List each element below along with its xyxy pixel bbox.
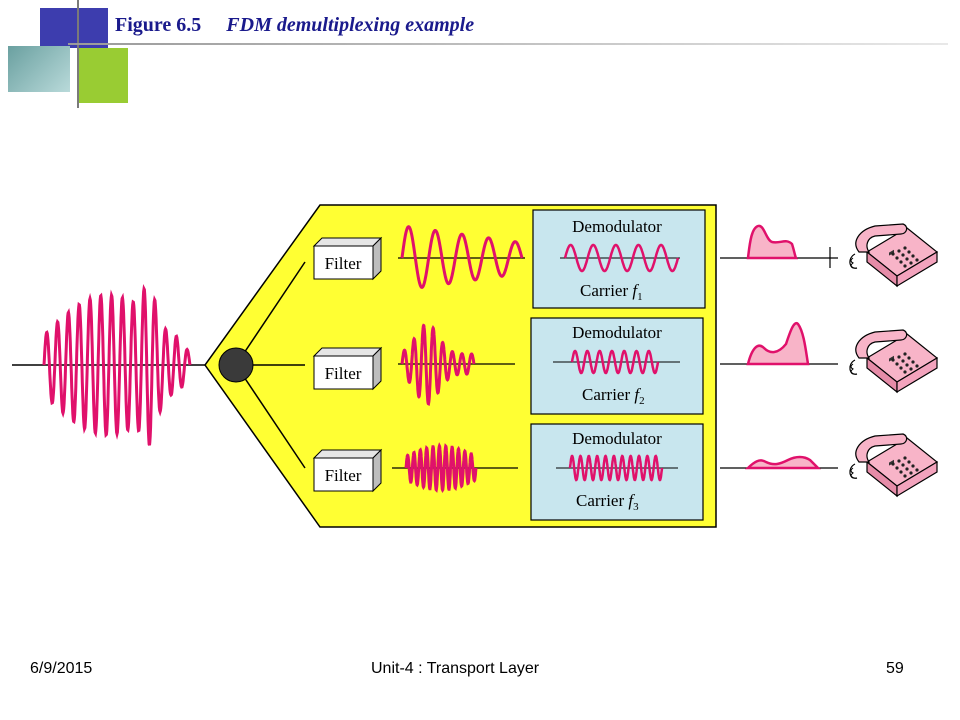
demodulator-label: Demodulator (572, 323, 662, 342)
branch-line-1 (235, 261, 306, 366)
filtered-signal-1 (400, 225, 524, 289)
footer-page-number: 59 (886, 660, 904, 677)
filtered-signal-2 (400, 323, 476, 407)
filter-box-3: Filter (312, 448, 383, 493)
carrier-label: Carrier f3 (576, 491, 639, 513)
filter-label: Filter (325, 466, 362, 485)
carrier-wave-2 (570, 349, 660, 375)
telephone-icon-2 (849, 329, 938, 393)
branch-line-3 (235, 364, 306, 469)
corner-block-blue (40, 8, 108, 48)
demodulator-label: Demodulator (572, 217, 662, 236)
filter-label: Filter (325, 254, 362, 273)
figure-caption: FDM demultiplexing example (226, 14, 475, 36)
carrier-wave-1 (563, 243, 680, 273)
title-rule (68, 43, 948, 45)
telephone-icon-3 (849, 433, 938, 497)
slide-title: Figure 6.5 FDM demultiplexing example (115, 14, 474, 37)
filtered-signal-3 (404, 442, 478, 493)
corner-block-teal (8, 46, 70, 92)
demux-node (218, 347, 254, 383)
filter-label: Filter (325, 364, 362, 383)
corner-line-vertical (77, 0, 79, 108)
composite-signal (42, 283, 192, 446)
demodulator-box-1: Demodulator Carrier f1 (532, 209, 706, 309)
filter-box-1: Filter (312, 236, 383, 281)
corner-block-green (78, 48, 128, 103)
carrier-label: Carrier f2 (582, 385, 645, 407)
demodulator-label: Demodulator (572, 429, 662, 448)
recovered-signal-2 (746, 321, 810, 366)
demodulator-box-2: Demodulator Carrier f2 (530, 317, 704, 415)
demodulator-box-3: Demodulator Carrier f3 (530, 423, 704, 521)
telephone-icon (849, 223, 939, 288)
carrier-label: Carrier f1 (580, 281, 643, 303)
figure-number: Figure 6.5 (115, 14, 202, 36)
footer-title: Unit-4 : Transport Layer (371, 660, 540, 677)
filter-box-2: Filter (312, 346, 383, 391)
footer-date: 6/9/2015 (30, 660, 93, 677)
carrier-wave-3 (568, 454, 664, 482)
recovered-signal-3 (744, 455, 822, 470)
recovered-signal-1 (746, 224, 799, 260)
